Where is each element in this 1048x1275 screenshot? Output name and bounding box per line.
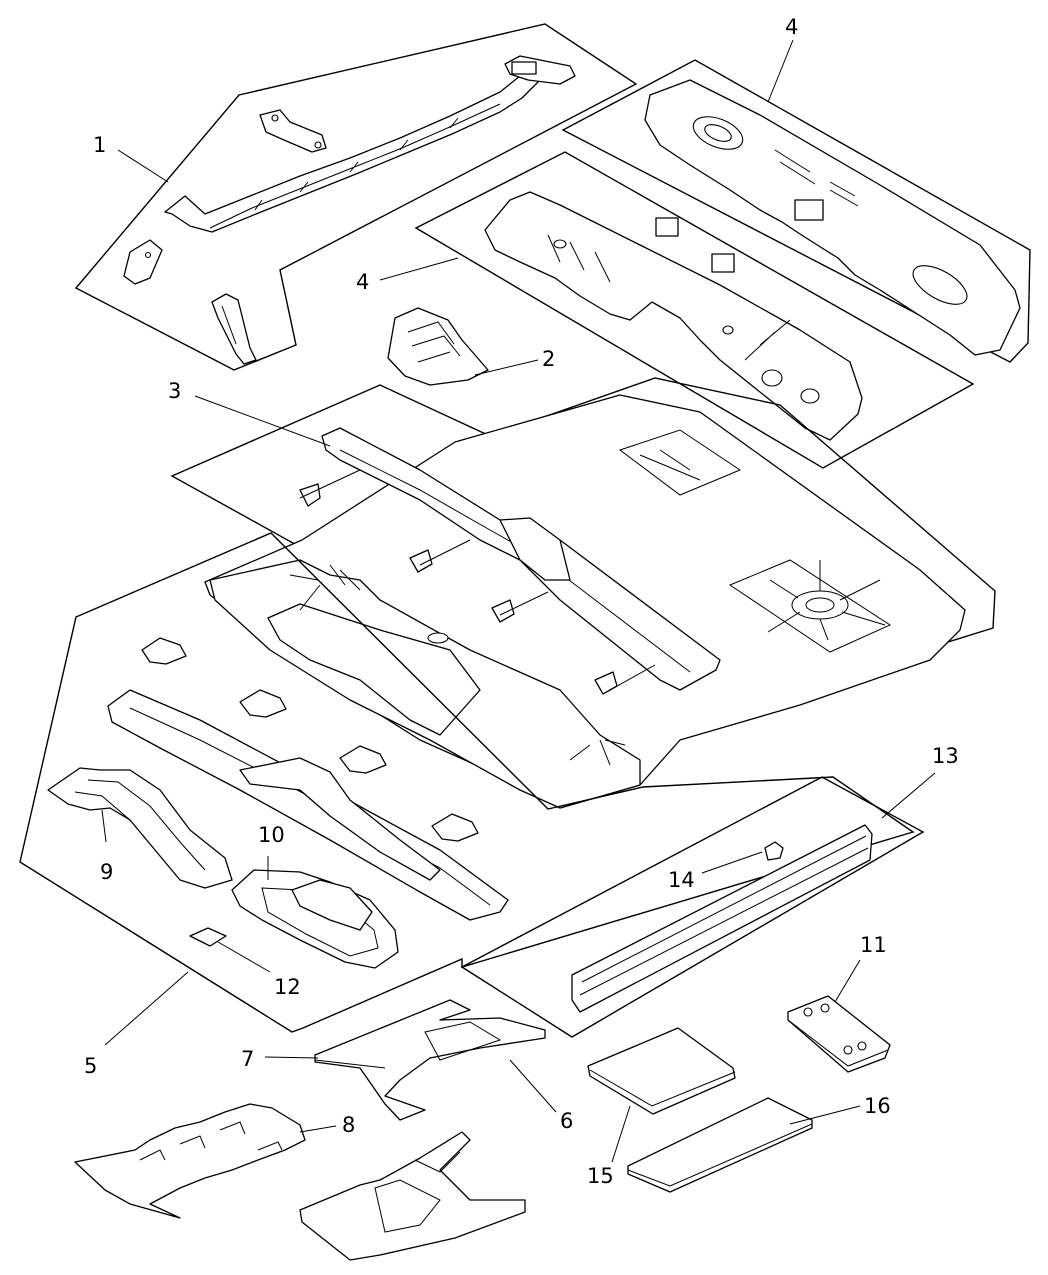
- part-2-bracket: [387, 307, 539, 386]
- callout-5: 5: [84, 1054, 97, 1078]
- panel-part-4-lower: [379, 151, 975, 469]
- callout-7: 7: [241, 1047, 254, 1071]
- panel-sill: [460, 772, 936, 1038]
- panel-main-floor: [170, 377, 996, 809]
- part-8-insulation: [74, 1103, 337, 1219]
- callout-15: 15: [587, 1164, 614, 1188]
- callout-labels: 1 2 3 4 4 5 6 7 8 9 10 11 12 13 14 15 16: [84, 15, 959, 1188]
- callout-10: 10: [258, 823, 285, 847]
- panel-part-4-upper: [561, 39, 1031, 363]
- panel-front-floor: [19, 532, 915, 1046]
- part-lower-insulation: [299, 1131, 526, 1261]
- callout-4-lower: 4: [356, 270, 369, 294]
- callout-9: 9: [100, 860, 113, 884]
- callout-11: 11: [860, 933, 887, 957]
- part-16-pad: [627, 1097, 861, 1193]
- callout-3: 3: [168, 379, 181, 403]
- callout-14: 14: [668, 868, 695, 892]
- callout-12: 12: [274, 975, 301, 999]
- callout-13: 13: [932, 744, 959, 768]
- callout-6: 6: [560, 1109, 573, 1133]
- callout-2: 2: [542, 347, 555, 371]
- part-6-7-insulation: [264, 999, 557, 1121]
- callout-8: 8: [342, 1113, 355, 1137]
- callout-4-upper: 4: [785, 15, 798, 39]
- panel-part-1: [74, 23, 638, 371]
- part-15-pad: [587, 1027, 736, 1163]
- callout-1: 1: [93, 133, 106, 157]
- callout-16: 16: [864, 1094, 891, 1118]
- part-11-plate: [787, 959, 891, 1073]
